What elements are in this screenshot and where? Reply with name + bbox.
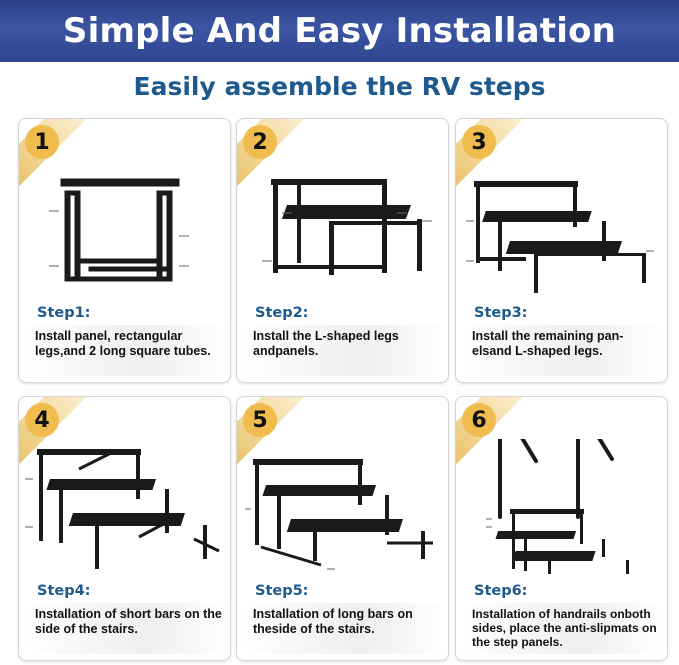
step-4-illustration — [25, 449, 220, 569]
step-card-6: 6 Step6: Installation of handrails onbot… — [455, 396, 668, 661]
step-label: Step4: — [37, 583, 91, 599]
step-number-badge: 6 — [462, 403, 496, 437]
description-background — [19, 603, 230, 654]
description-background — [456, 325, 667, 376]
step-6-illustration — [486, 439, 629, 574]
description-background — [456, 603, 667, 654]
step-card-3: 3 Step3: Install the remaining pan-elsan… — [455, 118, 668, 383]
step-description: Install the remaining pan-elsand L-shape… — [472, 329, 624, 358]
step-3-illustration — [466, 181, 654, 293]
step-description: Installation of short bars on the side o… — [35, 607, 222, 636]
step-2-illustration — [262, 179, 432, 275]
step-card-4: 4 Step4: Installation of short bars on t… — [18, 396, 231, 661]
step-number-badge: 4 — [25, 403, 59, 437]
step-card-1: 1 Step1: Install panel, rectangular legs… — [18, 118, 231, 383]
description-background — [19, 325, 230, 376]
title-banner: Simple And Easy Installation — [0, 0, 679, 62]
step-label: Step2: — [255, 305, 309, 321]
description-background — [237, 325, 448, 376]
step-label: Step5: — [255, 583, 309, 599]
step-number-badge: 3 — [462, 125, 496, 159]
page-title: Simple And Easy Installation — [62, 11, 617, 51]
page-subtitle: Easily assemble the RV steps — [133, 72, 546, 101]
step-label: Step3: — [474, 305, 528, 321]
step-card-5: 5 Step5: Installation of long bars on th… — [236, 396, 449, 661]
step-label: Step6: — [474, 583, 528, 599]
step-1-illustration — [49, 178, 189, 282]
step-description: Installation of long bars on theside of … — [253, 607, 413, 636]
step-description: Install panel, rectangular legs,and 2 lo… — [35, 329, 211, 358]
step-5-illustration — [245, 459, 433, 570]
description-background — [237, 603, 448, 654]
step-description: Installation of handrails onboth sides, … — [472, 607, 657, 649]
step-description: Install the L-shaped legs andpanels. — [253, 329, 399, 358]
step-number-badge: 5 — [243, 403, 277, 437]
step-label: Step1: — [37, 305, 91, 321]
step-card-2: 2 Step2: Install the L-shaped legs andpa… — [236, 118, 449, 383]
step-number-badge: 1 — [25, 125, 59, 159]
step-number-badge: 2 — [243, 125, 277, 159]
